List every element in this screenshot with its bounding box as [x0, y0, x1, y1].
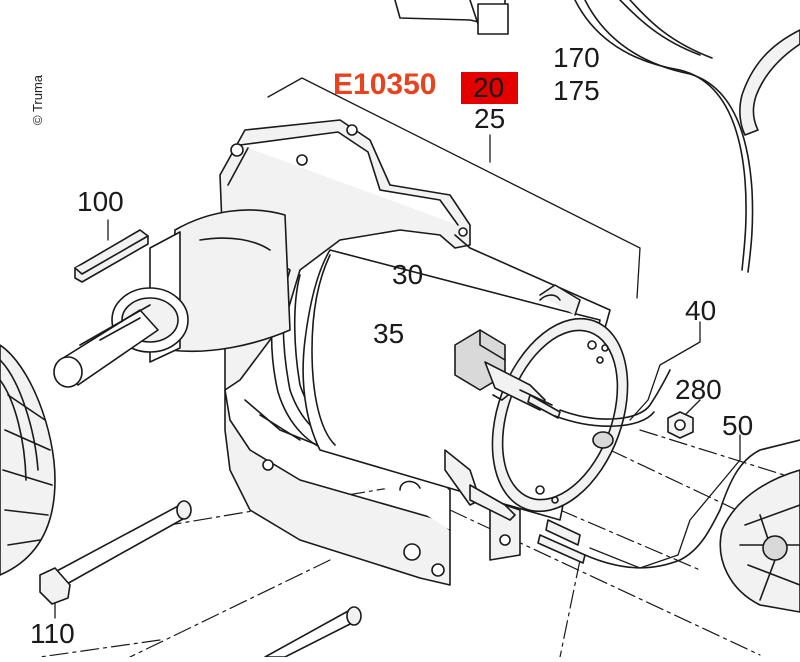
top-bracket: [394, 0, 509, 35]
label-30: 30: [392, 259, 424, 290]
motor-cylinder: [302, 234, 629, 521]
label-280: 280: [675, 374, 722, 405]
fan-impeller-50: [719, 469, 800, 613]
label-110: 110: [30, 618, 75, 649]
label-35: 35: [373, 318, 405, 349]
nut-280: [667, 411, 694, 439]
highlighted-label-20: 20: [461, 72, 519, 104]
label-40: 40: [685, 295, 717, 326]
connector-30-35: [454, 329, 561, 419]
label-175: 175: [553, 75, 600, 106]
part-code-e10350: E10350: [333, 68, 437, 101]
label-50: 50: [722, 410, 754, 441]
copyright-notice: © Truma: [30, 74, 45, 125]
motor-shaft: [53, 209, 291, 388]
left-fan-housing: [0, 344, 56, 576]
label-170: 170: [553, 42, 600, 73]
bolt-110: [39, 500, 192, 605]
lower-wire-terminals: [537, 439, 800, 569]
key-part-100: [74, 229, 149, 283]
cable-bundle: [574, 0, 754, 273]
label-25: 25: [474, 103, 506, 134]
axis-lines: [39, 429, 800, 658]
wire-40: [554, 369, 671, 427]
screw-bottom: [264, 606, 362, 658]
label-100: 100: [77, 186, 124, 217]
cable-tie: [739, 29, 800, 136]
